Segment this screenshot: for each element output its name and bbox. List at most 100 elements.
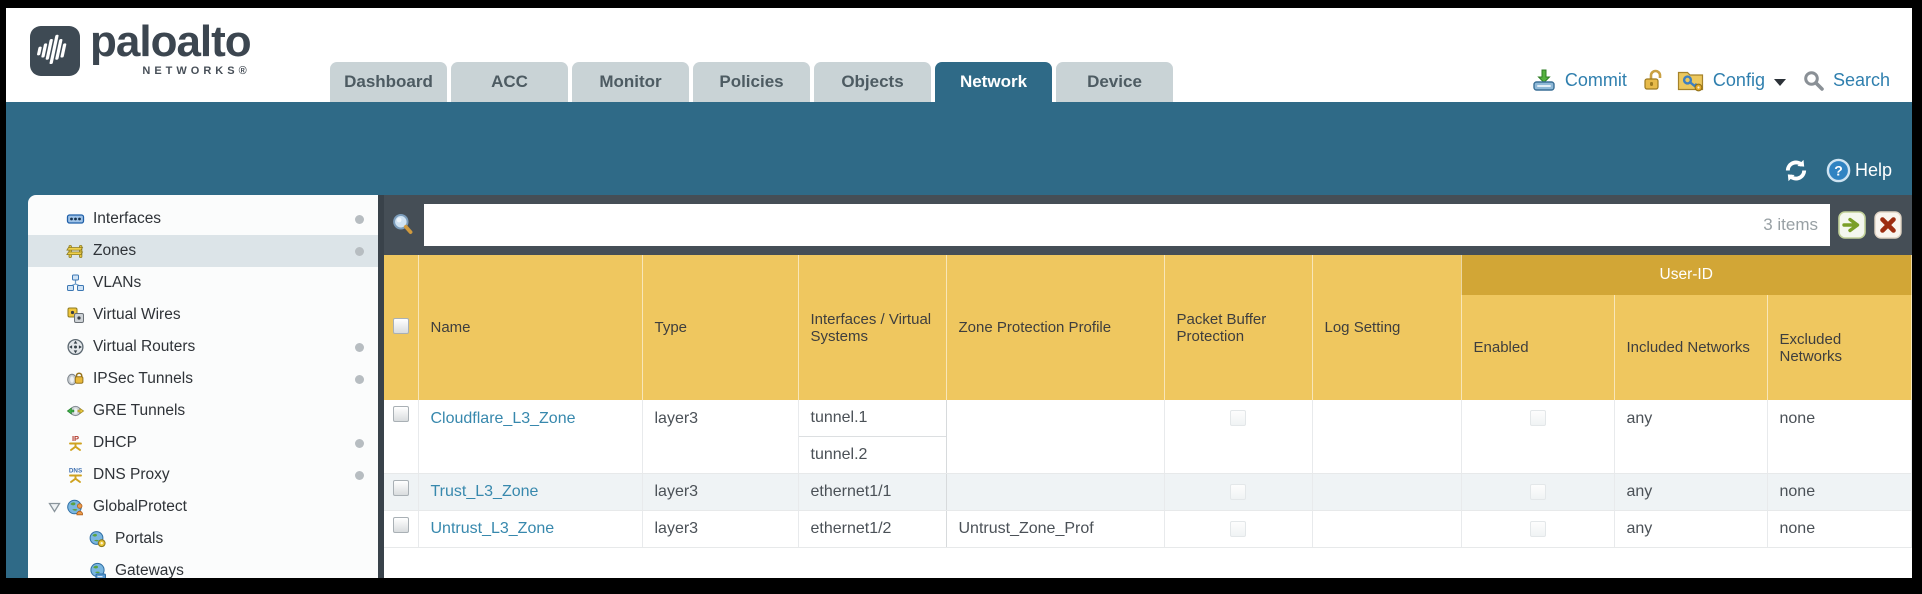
zone-name-link[interactable]: Cloudflare_L3_Zone <box>430 410 576 427</box>
help-icon[interactable]: ? <box>1826 158 1851 183</box>
close-x-icon[interactable] <box>1874 211 1902 239</box>
log-setting-cell <box>1312 400 1462 474</box>
included-networks-cell: any <box>1614 473 1768 511</box>
interface-entry: ethernet1/2 <box>810 520 892 537</box>
status-dot <box>355 470 364 480</box>
excluded-networks-cell: none <box>1767 510 1912 548</box>
sidebar-item-ipsec-tunnels[interactable]: IPSec Tunnels <box>28 363 378 395</box>
apply-filter-button[interactable] <box>1838 211 1866 239</box>
user-id-enabled-checkbox <box>1529 521 1546 537</box>
zone-type-cell: layer3 <box>642 510 799 548</box>
row-checkbox[interactable] <box>392 480 409 496</box>
refresh-icon[interactable] <box>1782 158 1810 183</box>
included-networks-cell: any <box>1614 400 1768 474</box>
arrow-right-icon[interactable] <box>1838 211 1866 239</box>
zone-protection-profile-cell <box>946 473 1165 511</box>
search-icon[interactable] <box>1803 70 1824 91</box>
col-header-log-setting[interactable]: Log Setting <box>1312 255 1462 400</box>
sidebar-item-label: Interfaces <box>93 210 162 227</box>
portals-icon <box>88 530 108 548</box>
sidebar-splitter[interactable] <box>378 195 384 578</box>
tab-policies[interactable]: Policies <box>693 62 810 102</box>
config-button[interactable]: Config <box>1712 70 1765 90</box>
tab-monitor[interactable]: Monitor <box>572 62 689 102</box>
tab-dashboard[interactable]: Dashboard <box>330 62 447 102</box>
item-count: 3 items <box>1763 215 1818 234</box>
zones-table: Name Type Interfaces / Virtual Systems Z… <box>384 255 1912 548</box>
vlans-icon <box>66 274 86 292</box>
sidebar-item-interfaces[interactable]: Interfaces <box>28 203 378 235</box>
interfaces-cell: ethernet1/1 <box>797 473 947 511</box>
tab-device[interactable]: Device <box>1056 62 1173 102</box>
filter-search-icon <box>393 214 413 234</box>
col-header-packet-buffer[interactable]: Packet Buffer Protection <box>1164 255 1313 400</box>
select-all-checkbox[interactable] <box>392 317 409 334</box>
sidebar-item-globalprotect[interactable]: GlobalProtect <box>28 491 378 523</box>
lock-unlocked-icon[interactable] <box>1642 69 1664 92</box>
zone-name-link[interactable]: Untrust_L3_Zone <box>430 520 555 537</box>
packet-buffer-protection-checkbox <box>1230 484 1246 500</box>
ipsec-tunnels-icon <box>66 370 86 388</box>
col-header-type[interactable]: Type <box>642 255 799 400</box>
status-dot <box>355 214 364 224</box>
gre-tunnels-icon <box>66 402 86 420</box>
search-button[interactable]: Search <box>1832 70 1890 90</box>
packet-buffer-protection-checkbox-cell <box>1164 400 1313 474</box>
virtual-routers-icon <box>66 338 86 356</box>
packet-buffer-protection-checkbox <box>1230 410 1246 426</box>
row-checkbox[interactable] <box>392 517 409 533</box>
col-header-enabled[interactable]: Enabled <box>1461 295 1615 400</box>
col-header-included-networks[interactable]: Included Networks <box>1614 295 1768 400</box>
svg-text:?: ? <box>1834 163 1843 179</box>
col-group-user-id: User-ID <box>1461 255 1912 295</box>
zone-type-cell: layer3 <box>642 473 799 511</box>
paloalto-logo-icon <box>30 26 80 76</box>
sidebar-item-label: GRE Tunnels <box>93 402 186 419</box>
zone-name-link[interactable]: Trust_L3_Zone <box>430 483 539 500</box>
excluded-networks-cell: none <box>1767 473 1912 511</box>
sidebar-item-gateways[interactable]: Gateways <box>28 555 378 578</box>
user-id-enabled-checkbox <box>1529 410 1546 426</box>
user-id-enabled-checkbox-cell <box>1461 473 1615 511</box>
col-header-zone-protection[interactable]: Zone Protection Profile <box>946 255 1165 400</box>
tab-acc[interactable]: ACC <box>451 62 568 102</box>
clear-filter-button[interactable] <box>1874 211 1902 239</box>
interface-entry: ethernet1/1 <box>810 483 892 500</box>
sidebar-item-zones[interactable]: Zones <box>28 235 378 267</box>
sidebar-item-label: DHCP <box>93 434 137 451</box>
sidebar-item-virtual-routers[interactable]: Virtual Routers <box>28 331 378 363</box>
svg-text:IP: IP <box>72 434 79 443</box>
globalprotect-icon <box>66 498 86 516</box>
sidebar-item-vlans[interactable]: VLANs <box>28 267 378 299</box>
sidebar-item-virtual-wires[interactable]: Virtual Wires <box>28 299 378 331</box>
tab-objects[interactable]: Objects <box>814 62 931 102</box>
sidebar-item-dhcp[interactable]: IP DHCP <box>28 427 378 459</box>
filter-input[interactable] <box>436 215 1764 235</box>
col-header-interfaces[interactable]: Interfaces / Virtual Systems <box>798 255 947 400</box>
col-header-name[interactable]: Name <box>418 255 643 400</box>
row-checkbox-cell <box>384 400 419 474</box>
row-checkbox[interactable] <box>392 406 409 422</box>
commit-icon[interactable] <box>1532 69 1556 92</box>
tab-network[interactable]: Network <box>935 62 1052 102</box>
page-toolbar: ? Help <box>6 102 1912 195</box>
sidebar-item-label: Virtual Wires <box>93 306 181 323</box>
virtual-wires-icon <box>66 306 86 324</box>
sidebar-item-portals[interactable]: Portals <box>28 523 378 555</box>
packet-buffer-protection-checkbox <box>1230 521 1246 537</box>
help-button[interactable]: ? Help <box>1826 158 1892 183</box>
status-dot <box>355 342 364 352</box>
sidebar-item-gre-tunnels[interactable]: GRE Tunnels <box>28 395 378 427</box>
filter-input-wrap: 3 items <box>424 204 1830 246</box>
commit-button[interactable]: Commit <box>1564 70 1627 90</box>
config-icon[interactable] <box>1677 69 1704 92</box>
config-dropdown-caret-icon[interactable] <box>1773 78 1786 86</box>
col-header-excluded-networks[interactable]: Excluded Networks <box>1767 295 1912 400</box>
caret-down-icon[interactable] <box>48 502 66 513</box>
